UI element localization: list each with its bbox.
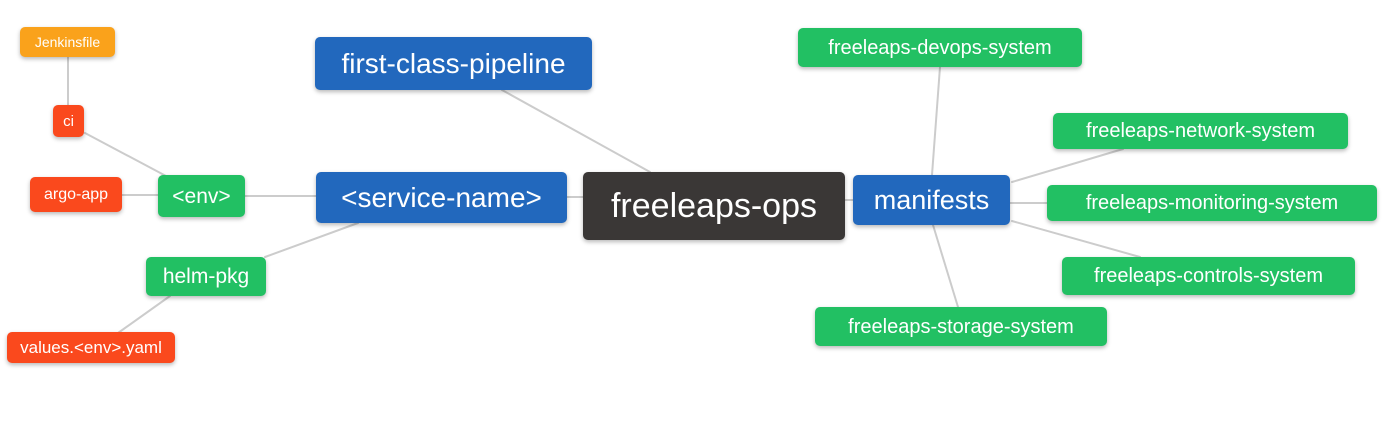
node-helm-pkg[interactable]: helm-pkg — [146, 257, 266, 296]
node-freeleaps-network-system[interactable]: freeleaps-network-system — [1053, 113, 1348, 149]
edge-helm-pkg-service-name — [264, 222, 359, 258]
edge-values-yaml-helm-pkg — [117, 295, 171, 334]
node-freeleaps-storage-system[interactable]: freeleaps-storage-system — [815, 307, 1107, 346]
edge-pipeline-ops — [501, 89, 651, 173]
edge-manifests-controls — [1011, 220, 1141, 258]
node-manifests[interactable]: manifests — [853, 175, 1010, 225]
node-freeleaps-ops-root[interactable]: freeleaps-ops — [583, 172, 845, 240]
node-service-name[interactable]: <service-name> — [316, 172, 567, 223]
node-values-env-yaml[interactable]: values.<env>.yaml — [7, 332, 175, 363]
edge-manifests-devops — [931, 66, 941, 176]
node-ci[interactable]: ci — [53, 105, 84, 137]
node-first-class-pipeline[interactable]: first-class-pipeline — [315, 37, 592, 90]
node-argo-app[interactable]: argo-app — [30, 177, 122, 212]
node-jenkinsfile[interactable]: Jenkinsfile — [20, 27, 115, 57]
edge-manifests-storage — [932, 224, 959, 308]
node-freeleaps-monitoring-system[interactable]: freeleaps-monitoring-system — [1047, 185, 1377, 221]
node-env[interactable]: <env> — [158, 175, 245, 217]
node-freeleaps-controls-system[interactable]: freeleaps-controls-system — [1062, 257, 1355, 295]
node-freeleaps-devops-system[interactable]: freeleaps-devops-system — [798, 28, 1082, 67]
edge-ci-env — [84, 132, 167, 177]
edge-manifests-network — [1011, 148, 1124, 183]
